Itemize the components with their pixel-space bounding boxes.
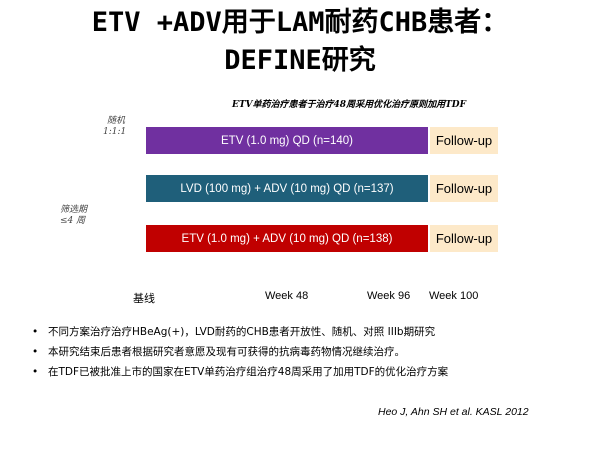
note-item: • 不同方案治疗治疗HBeAg(+)，LVD耐药的CHB患者开放性、随机、对照 I… xyxy=(30,322,448,342)
arm-bar-etv: ETV (1.0 mg) QD (n=140) xyxy=(146,127,428,154)
arm-label: ETV (1.0 mg) + ADV (10 mg) QD (n=138) xyxy=(181,232,393,245)
bullet-dot-icon: • xyxy=(32,366,39,378)
randomization-ratio: 1:1:1 xyxy=(103,127,127,137)
screening-duration: ≤4 周 xyxy=(60,216,86,226)
timeline-week-96: Week 96 xyxy=(367,290,411,302)
randomization-label: 随机 1:1:1 xyxy=(103,116,126,138)
bullet-dot-icon: • xyxy=(32,326,39,338)
arm-bar-etv-adv: ETV (1.0 mg) + ADV (10 mg) QD (n=138) xyxy=(146,225,428,252)
title-line-2: DEFINE研究 xyxy=(224,45,376,76)
timeline-baseline: 基线 xyxy=(133,293,155,305)
follow-up-box: Follow-up xyxy=(430,127,498,154)
arm-label: ETV (1.0 mg) QD (n=140) xyxy=(221,134,353,147)
note-item: • 在TDF已被批准上市的国家在ETV单药治疗组治疗48周采用了加用TDF的优化治… xyxy=(30,362,448,382)
bullet-dot-icon: • xyxy=(32,346,39,358)
note-text: 本研究结束后患者根据研究者意愿及现有可获得的抗病毒药物情况继续治疗。 xyxy=(48,346,405,358)
note-text: 在TDF已被批准上市的国家在ETV单药治疗组治疗48周采用了加用TDF的优化治疗… xyxy=(48,366,449,378)
timeline-week-48: Week 48 xyxy=(265,290,309,302)
arm-label: LVD (100 mg) + ADV (10 mg) QD (n=137) xyxy=(180,182,394,195)
timeline-week-100: Week 100 xyxy=(429,290,479,302)
arm-bar-lvd-adv: LVD (100 mg) + ADV (10 mg) QD (n=137) xyxy=(146,175,428,202)
title-line-1: ETV +ADV用于LAM耐药CHB患者： xyxy=(91,7,509,38)
reference-citation: Heo J, Ahn SH et al. KASL 2012 xyxy=(378,406,529,418)
follow-up-box: Follow-up xyxy=(430,175,498,202)
follow-up-label: Follow-up xyxy=(435,181,493,196)
note-item: • 本研究结束后患者根据研究者意愿及现有可获得的抗病毒药物情况继续治疗。 xyxy=(30,342,448,362)
design-subtitle: ETV单药治疗患者于治疗48周采用优化治疗原则加用TDF xyxy=(232,100,466,110)
screening-word: 筛选期 xyxy=(60,205,88,215)
screening-label: 筛选期 ≤4 周 xyxy=(60,205,87,227)
follow-up-label: Follow-up xyxy=(435,133,493,148)
notes-list: • 不同方案治疗治疗HBeAg(+)，LVD耐药的CHB患者开放性、随机、对照 I… xyxy=(30,322,448,382)
note-text: 不同方案治疗治疗HBeAg(+)，LVD耐药的CHB患者开放性、随机、对照 II… xyxy=(48,326,436,338)
follow-up-label: Follow-up xyxy=(435,231,493,246)
follow-up-box: Follow-up xyxy=(430,225,498,252)
randomization-word: 随机 xyxy=(107,116,126,126)
